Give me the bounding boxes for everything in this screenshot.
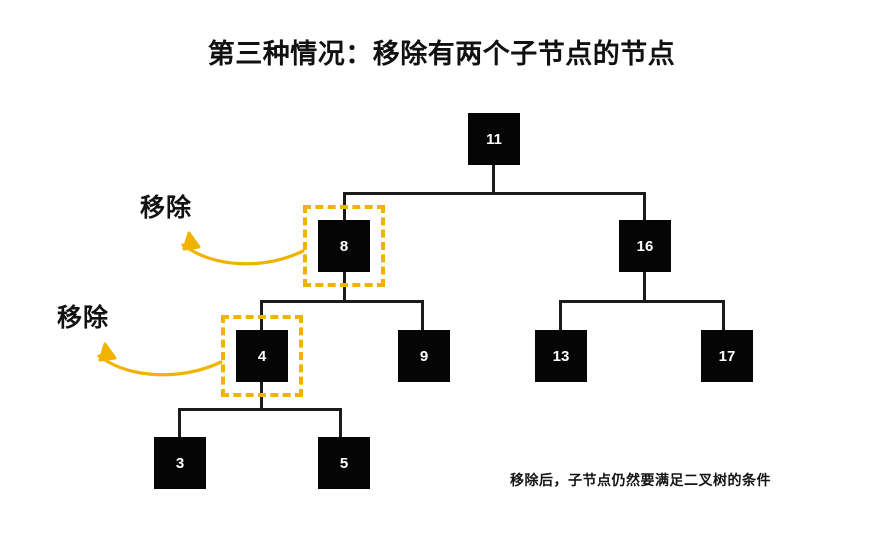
tree-node-label: 16 [636,237,654,255]
tree-node-11[interactable]: 11 [468,113,520,165]
remove-arrow-head-node-8 [182,231,201,251]
edge-to-node-13 [559,300,562,332]
edge-to-node-17 [722,300,725,332]
remove-arrow-head-node-4 [98,342,117,362]
tree-node-16[interactable]: 16 [619,220,671,272]
page-title: 第三种情况：移除有两个子节点的节点 [207,39,676,69]
remove-arrow-node-4 [97,354,223,377]
edge-to-node-3 [178,408,181,438]
tree-node-label: 11 [486,130,502,148]
edge-to-node-5 [339,408,342,438]
tree-node-label: 4 [257,347,267,365]
edge-to-node-9 [421,300,424,332]
highlight-box-node-4 [221,315,303,397]
tree-node-13[interactable]: 13 [535,330,587,382]
remove-arrow-node-8 [181,243,305,266]
tree-node-label: 17 [718,347,736,365]
edge-root-bar [343,192,646,195]
tree-node-17[interactable]: 17 [701,330,753,382]
highlight-box-node-8 [303,205,385,287]
tree-node-5[interactable]: 5 [318,437,370,489]
edge-root-stem [492,165,495,193]
tree-node-label: 9 [419,347,429,365]
tree-node-label: 3 [175,454,185,472]
edge-node8-bar [260,300,424,303]
diagram-caption: 移除后，子节点仍然要满足二叉树的条件 [510,472,771,488]
edge-node4-bar [178,408,342,411]
tree-node-label: 8 [339,237,349,255]
annotation-label-remove-node-8: 移除 [140,194,193,222]
edge-node16-stem [643,272,646,301]
tree-node-label: 13 [552,347,570,365]
tree-node-4[interactable]: 4 [236,330,288,382]
tree-node-8[interactable]: 8 [318,220,370,272]
tree-node-label: 5 [339,454,349,472]
tree-node-3[interactable]: 3 [154,437,206,489]
annotation-label-remove-node-4: 移除 [57,304,110,332]
tree-node-9[interactable]: 9 [398,330,450,382]
edge-to-node-16 [643,192,646,222]
edge-node16-bar [559,300,725,303]
